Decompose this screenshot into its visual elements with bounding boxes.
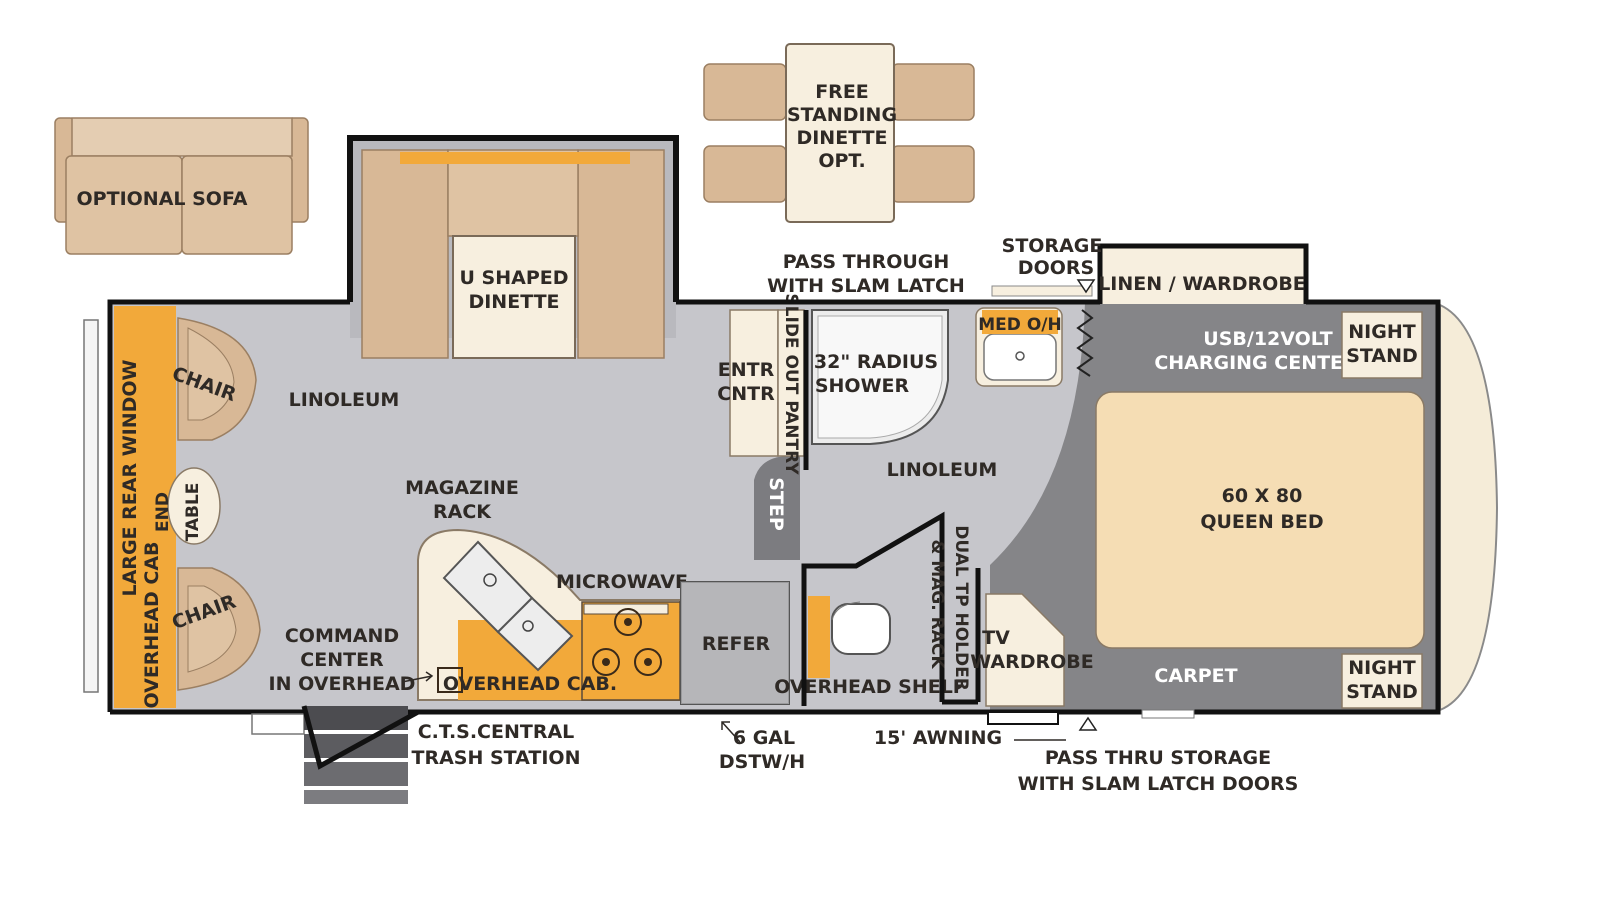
stove-burners-icon (592, 608, 662, 676)
u-dinette-label-2: DINETTE (468, 291, 559, 313)
overhead-shelf-label: OVERHEAD SHELF (774, 676, 966, 698)
chair-top: CHAIR (169, 317, 257, 441)
shower: 32" RADIUS SHOWER (803, 309, 949, 470)
usb-label-2: CHARGING CENTER (1154, 352, 1358, 374)
command-center-label-2: CENTER (300, 649, 384, 671)
overhead-cab-kitchen-label: OVERHEAD CAB. (443, 673, 617, 695)
toilet-room: OVERHEAD SHELF DUAL TP HOLDER & MAG. RAC… (774, 511, 981, 706)
tv-label-1: TV (982, 627, 1010, 649)
linen-wardrobe-label: LINEN / WARDROBE (1098, 273, 1306, 295)
tp-holder-label-2: & MAG. RACK (927, 539, 947, 669)
slide-out-pantry-label: SLIDE OUT PANTRY (781, 293, 801, 475)
entertainment-center: ENTR CNTR (717, 309, 779, 457)
night-stand-bottom: NIGHT STAND (1341, 653, 1423, 709)
refer-label: REFER (702, 633, 771, 655)
dinette-label-4: OPT. (818, 150, 865, 172)
tp-holder-label-1: DUAL TP HOLDER (951, 525, 971, 691)
linoleum-front-label: LINOLEUM (289, 389, 400, 411)
kitchen-counter: OVERHEAD CAB. (417, 528, 681, 701)
rear-overhead-cabinet: LARGE REAR WINDOW OVERHEAD CAB (83, 306, 176, 709)
accordion-door-icon (1076, 309, 1094, 377)
chair-bottom: CHAIR (169, 567, 261, 691)
queen-bed: 60 X 80 QUEEN BED (1095, 391, 1425, 649)
u-dinette-label-1: U SHAPED (459, 267, 568, 289)
dstw-arrow-icon (721, 721, 741, 743)
queen-bed-label-2: QUEEN BED (1200, 511, 1323, 533)
pass-through-label-1: PASS THROUGH (783, 251, 950, 273)
tv-wardrobe: TV WARDROBE (970, 593, 1094, 707)
pass-through-label-2: WITH SLAM LATCH (767, 275, 965, 297)
shower-label-1: 32" RADIUS (814, 351, 938, 373)
command-center-label-1: COMMAND (285, 625, 399, 647)
linoleum-bath-label: LINOLEUM (887, 459, 998, 481)
free-standing-dinette: FREE STANDING DINETTE OPT. (703, 43, 975, 223)
step: STEP (754, 456, 800, 560)
night-stand-bottom-label-2: STAND (1346, 681, 1418, 703)
entry-door (251, 705, 420, 804)
step-label: STEP (765, 477, 787, 531)
magazine-rack-label-1: MAGAZINE (405, 477, 519, 499)
awning-label: 15' AWNING (874, 727, 1002, 749)
exterior-walls (107, 279, 1441, 731)
night-stand-top-label-2: STAND (1346, 345, 1418, 367)
command-center-arrow-icon (401, 671, 434, 683)
pass-thru-storage-label-2: WITH SLAM LATCH DOORS (1018, 773, 1299, 795)
end-table: END TABLE (153, 467, 221, 545)
carpet-label: CARPET (1154, 665, 1237, 687)
cts-label-2: TRASH STATION (412, 747, 581, 769)
tv-label-2: WARDROBE (970, 651, 1093, 673)
pass-thru-storage-label-1: PASS THRU STORAGE (1045, 747, 1271, 769)
dstw-label-2: DSTW/H (719, 751, 805, 773)
night-stand-top: NIGHT STAND (1341, 311, 1423, 379)
storage-doors-label-2: DOORS (1018, 257, 1094, 279)
linen-wardrobe: LINEN / WARDROBE (1097, 243, 1309, 304)
entr-cntr-label-1: ENTR (718, 359, 775, 381)
end-table-label-1: END (153, 492, 173, 532)
night-stand-bottom-label-1: NIGHT (1348, 657, 1415, 679)
microwave-label: MICROWAVE (556, 571, 688, 593)
u-shaped-dinette: U SHAPED DINETTE (347, 135, 679, 359)
sink (442, 540, 574, 672)
end-table-label-2: TABLE (183, 483, 203, 542)
optional-sofa: OPTIONAL SOFA (54, 117, 309, 255)
dinette-label-3: DINETTE (796, 127, 887, 149)
entr-cntr-label-2: CNTR (717, 383, 775, 405)
dinette-label-2: STANDING (787, 104, 897, 126)
night-stand-top-label-1: NIGHT (1348, 321, 1415, 343)
cts-label-1: C.T.S.CENTRAL (418, 721, 575, 743)
slide-out-pantry: SLIDE OUT PANTRY (777, 293, 805, 475)
dinette-label-1: FREE (815, 81, 869, 103)
large-rear-window-label: LARGE REAR WINDOW (119, 359, 141, 596)
refrigerator: REFER (680, 581, 790, 705)
magazine-rack-label-2: RACK (433, 501, 492, 523)
dstw-label-1: 6 GAL (733, 727, 795, 749)
shower-label-2: SHOWER (815, 375, 910, 397)
optional-sofa-label: OPTIONAL SOFA (77, 188, 248, 210)
bath-sink: MED O/H (975, 307, 1063, 387)
command-center-label-3: IN OVERHEAD (269, 673, 416, 695)
front-cap (1439, 303, 1499, 712)
storage-doors-label-1: STORAGE (1002, 235, 1103, 257)
usb-label-1: USB/12VOLT (1203, 328, 1332, 350)
med-oh-label: MED O/H (978, 315, 1061, 335)
overhead-cab-rear-label: OVERHEAD CAB (141, 541, 163, 708)
queen-bed-label-1: 60 X 80 (1222, 485, 1303, 507)
